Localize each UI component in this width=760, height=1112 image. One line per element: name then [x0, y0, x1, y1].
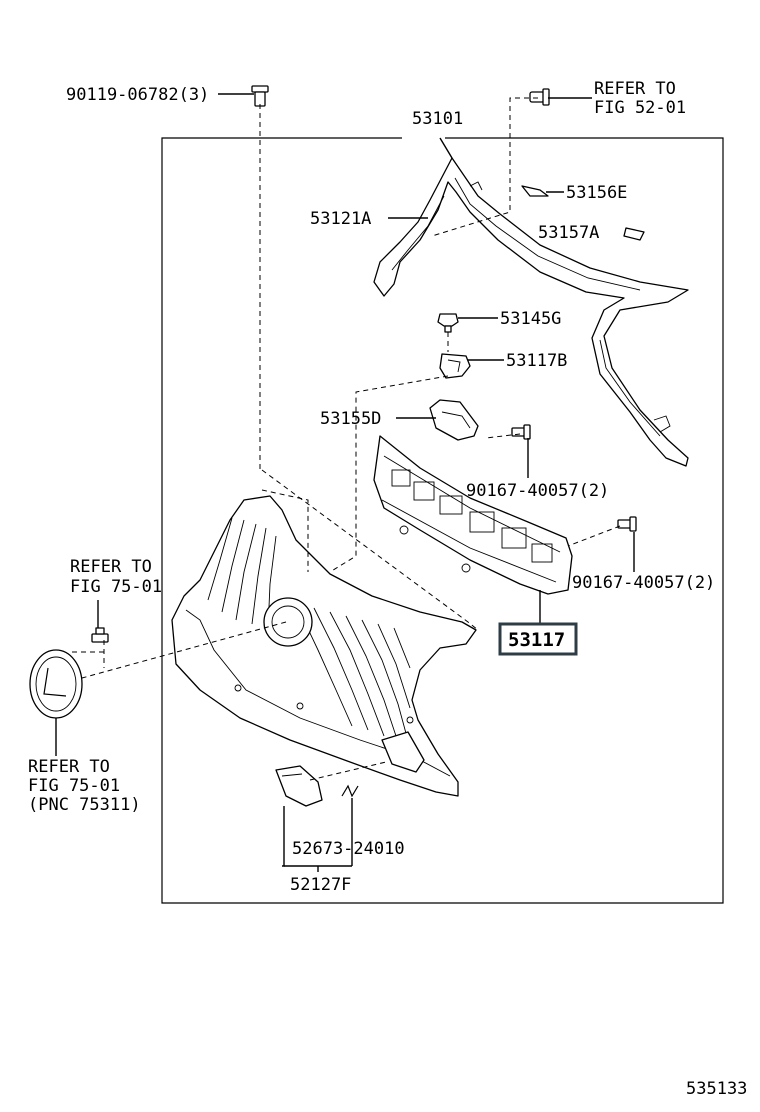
emblem [29, 649, 83, 719]
label-53145g: 53145G [500, 309, 561, 329]
label-90167-right: 90167-40057(2) [572, 573, 715, 593]
emblem-clip [91, 627, 109, 643]
label-52127f: 52127F [290, 875, 351, 895]
main-grille [171, 495, 477, 797]
label-refer-52-line1: REFER TO [594, 79, 676, 99]
label-53101: 53101 [412, 109, 463, 129]
highlight-53117[interactable]: 53117 [498, 622, 578, 656]
label-refer-75-line2: FIG 75-01 [70, 577, 162, 597]
figure-id: 535133 [686, 1079, 747, 1099]
cover-52127f [275, 765, 323, 807]
assembly-frame [161, 137, 724, 904]
label-53156e: 53156E [566, 183, 627, 203]
screw-right [617, 516, 637, 532]
top-right-bolt [529, 88, 550, 106]
upper-reinforcement [373, 435, 573, 595]
label-refer-52-line2: FIG 52-01 [594, 98, 686, 118]
label-90119: 90119-06782(3) [66, 85, 209, 105]
spring-clip [341, 784, 359, 798]
clip-53145g [437, 313, 459, 333]
top-left-bolt [251, 85, 269, 107]
clip-53156e [521, 185, 549, 197]
label-emblem-refer-line1: REFER TO [28, 757, 110, 777]
label-53157a: 53157A [538, 223, 599, 243]
label-53117: 53117 [508, 629, 565, 651]
leader-lines [55, 93, 635, 872]
label-refer-75-line1: REFER TO [70, 557, 152, 577]
screw-upper [511, 424, 531, 440]
label-52673: 52673-24010 [292, 839, 405, 859]
label-emblem-refer-line3: (PNC 75311) [28, 795, 141, 815]
upper-moulding [373, 157, 689, 467]
label-emblem-refer-line2: FIG 75-01 [28, 776, 120, 796]
clip-53157a [623, 227, 645, 241]
label-90167-upper: 90167-40057(2) [466, 481, 609, 501]
dashed-lines [72, 97, 621, 781]
label-53121a: 53121A [310, 209, 371, 229]
label-53155d: 53155D [320, 409, 381, 429]
retainer-53155d [429, 399, 479, 441]
label-53117b: 53117B [506, 351, 567, 371]
bracket-53117b [439, 353, 471, 379]
